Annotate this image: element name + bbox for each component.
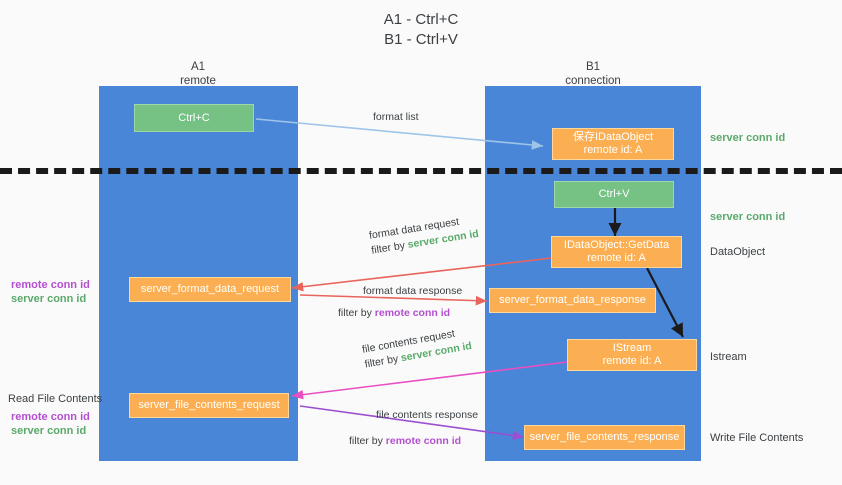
edge-label-format-data-response-line1: format data response: [363, 285, 463, 297]
clipboard-boundary-divider: [0, 168, 842, 174]
column-header-b1-name: B1: [585, 61, 601, 73]
box-idataobject-getdata-line2: remote id: A: [587, 252, 646, 264]
right-label-server-conn-id-top: server conn id: [710, 131, 785, 145]
column-header-a1-name: A1: [190, 61, 206, 73]
right-label-server-conn-id-mid-text: server conn id: [710, 211, 786, 223]
box-save-idataobject-line2: remote id: A: [583, 144, 643, 156]
box-istream-line1: IStream: [612, 342, 652, 354]
left-label-remote-conn-id-1: remote conn id: [11, 279, 90, 291]
column-header-a1-sub: remote: [180, 75, 216, 87]
right-label-dataobject: DataObject: [710, 246, 766, 258]
left-label-conn-ids-format: remote conn id server conn id: [11, 278, 90, 306]
left-label-server-conn-id-2: server conn id: [11, 425, 87, 437]
format-data-response-filter-value: remote conn id: [374, 307, 451, 319]
box-idataobject-getdata-line1: IDataObject::GetData: [563, 239, 670, 251]
column-header-b1-sub: connection: [565, 75, 621, 87]
box-server-file-contents-response[interactable]: server_file_contents_response: [524, 425, 685, 450]
edge-label-format-data-response-line2: filter by remote conn id: [338, 306, 462, 321]
box-ctrl-c[interactable]: Ctrl+C: [134, 104, 254, 132]
edge-label-file-contents-response: file contents response filter by remote …: [349, 408, 479, 449]
box-istream-line2: remote id: A: [602, 355, 662, 367]
box-istream[interactable]: IStream remote id: A: [567, 339, 697, 371]
box-ctrl-v-label: Ctrl+V: [598, 188, 630, 200]
right-label-server-conn-id-mid: server conn id: [710, 210, 785, 224]
edge-label-file-contents-response-line2: filter by remote conn id: [349, 434, 478, 449]
box-server-format-data-request-label: server_format_data_request: [140, 283, 280, 295]
left-label-server-conn-id-1: server conn id: [11, 293, 87, 305]
edge-label-format-list: format list: [373, 111, 419, 123]
box-server-format-data-response-label: server_format_data_response: [499, 294, 646, 306]
left-label-read-file-contents-group: Read File Contents remote conn id server…: [8, 392, 102, 438]
left-label-remote-conn-id-2: remote conn id: [11, 411, 90, 423]
column-header-a1: A1 remote: [118, 60, 278, 88]
page-title: A1 - Ctrl+C B1 - Ctrl+V: [383, 11, 459, 48]
edge-label-format-data-response: format data response filter by remote co…: [338, 284, 463, 321]
box-server-file-contents-request-label: server_file_contents_request: [138, 399, 280, 411]
edge-label-format-data-request: format data request filter by server con…: [368, 212, 480, 259]
right-label-server-conn-id-top-text: server conn id: [710, 132, 786, 144]
column-header-b1: B1 connection: [513, 60, 673, 88]
format-data-response-filter-prefix: filter by: [338, 307, 375, 319]
edge-label-file-contents-request: file contents request filter by server c…: [361, 324, 473, 372]
box-save-idataobject[interactable]: 保存IDataObject remote id: A: [552, 128, 674, 160]
right-label-istream: Istream: [710, 351, 747, 363]
file-contents-response-filter-prefix: filter by: [349, 435, 386, 447]
edge-label-file-contents-response-line1: file contents response: [376, 409, 479, 421]
box-ctrl-v[interactable]: Ctrl+V: [554, 181, 674, 208]
box-ctrl-c-label: Ctrl+C: [178, 111, 210, 124]
box-server-file-contents-request[interactable]: server_file_contents_request: [129, 393, 289, 418]
file-contents-response-filter-value: remote conn id: [385, 435, 462, 447]
box-server-file-contents-response-label: server_file_contents_response: [529, 431, 680, 443]
box-idataobject-getdata[interactable]: IDataObject::GetData remote id: A: [551, 236, 682, 268]
right-label-write-file-contents: Write File Contents: [710, 432, 804, 444]
box-save-idataobject-line1: 保存IDataObject: [572, 131, 654, 143]
left-label-read-file-contents: Read File Contents: [8, 393, 103, 405]
box-server-format-data-request[interactable]: server_format_data_request: [129, 277, 291, 302]
box-server-format-data-response[interactable]: server_format_data_response: [489, 288, 656, 313]
